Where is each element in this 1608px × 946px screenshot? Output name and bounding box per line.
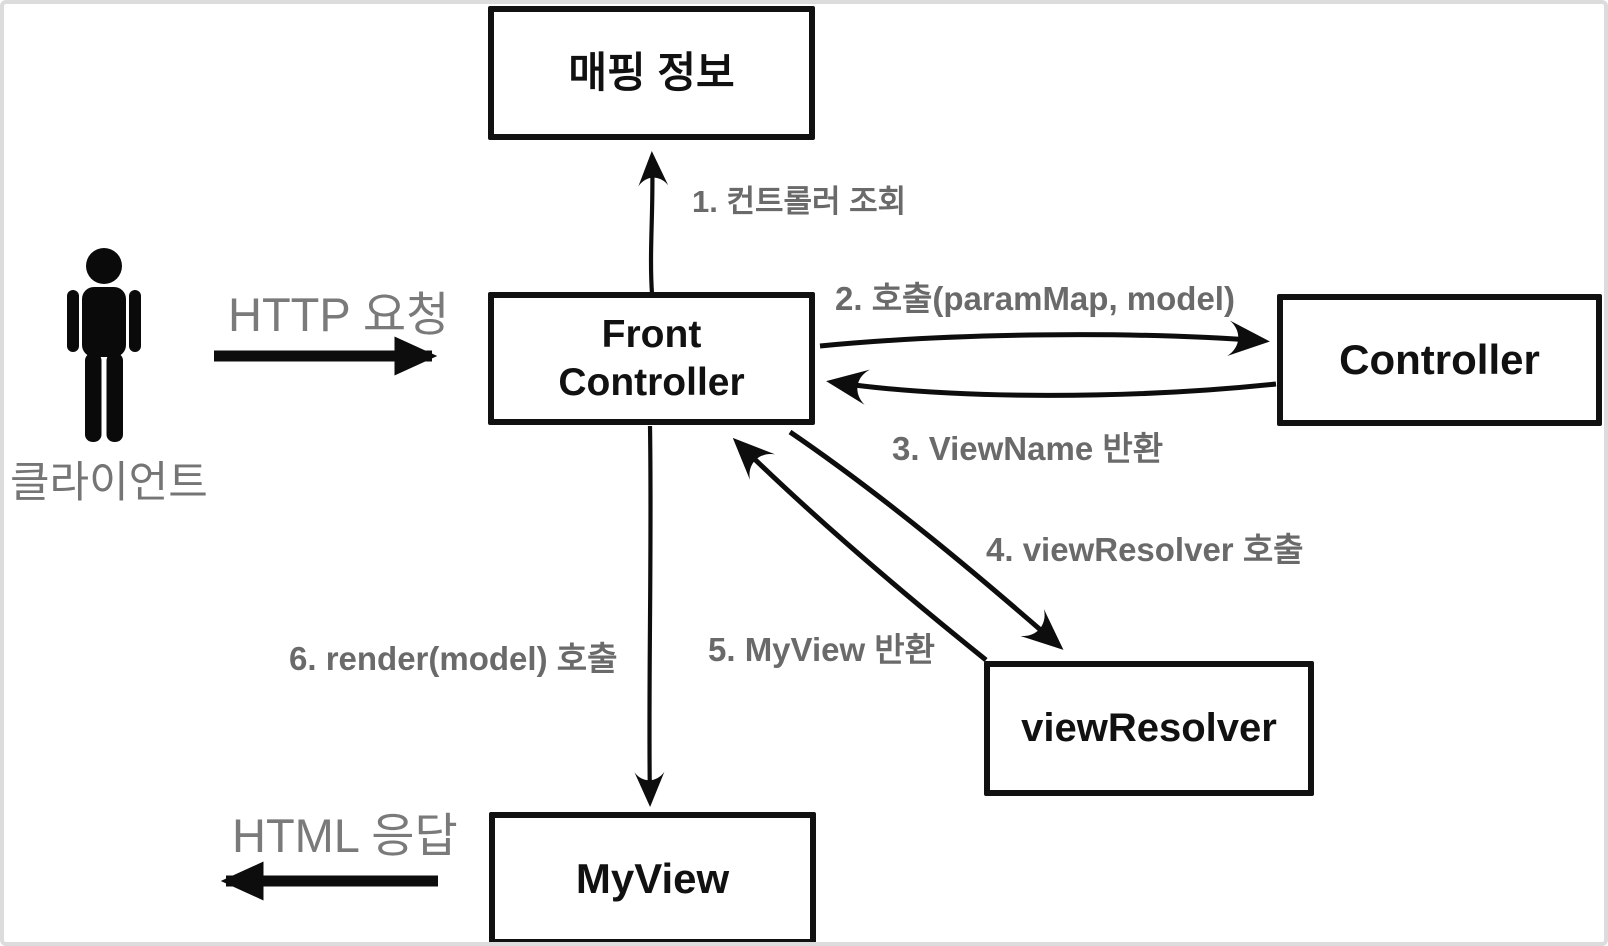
view-resolver-label: viewResolver [1021, 706, 1277, 751]
controller-lookup-arrow [638, 151, 669, 295]
client-label: 클라이언트 [10, 459, 208, 507]
step4-label: 4. viewResolver 호출 [986, 531, 1304, 568]
step2-label: 2. 호출(paramMap, model) [835, 280, 1235, 317]
http-request-label: HTTP 요청 [228, 288, 450, 341]
step1-label: 1. 컨트롤러 조회 [692, 184, 907, 219]
viewname-return-arrow [826, 369, 1277, 405]
mapping-info-box: 매핑 정보 [488, 6, 815, 140]
view-resolver-box: viewResolver [984, 661, 1314, 796]
client-person-icon [67, 248, 141, 442]
controller-label: Controller [1339, 336, 1540, 384]
step5-label: 5. MyView 반환 [708, 631, 936, 668]
html-response-label: HTML 응답 [232, 809, 458, 862]
controller-box: Controller [1277, 294, 1602, 426]
front-controller-box: Front Controller [488, 292, 815, 425]
mapping-info-label: 매핑 정보 [568, 49, 735, 97]
my-view-label: MyView [575, 854, 730, 902]
front-controller-label: Front Controller [558, 312, 745, 404]
step3-label: 3. ViewName 반환 [892, 430, 1164, 467]
my-view-box: MyView [489, 812, 816, 942]
step6-label: 6. render(model) 호출 [289, 640, 618, 677]
render-call-arrow [634, 425, 665, 807]
call-controller-arrow [819, 320, 1270, 357]
